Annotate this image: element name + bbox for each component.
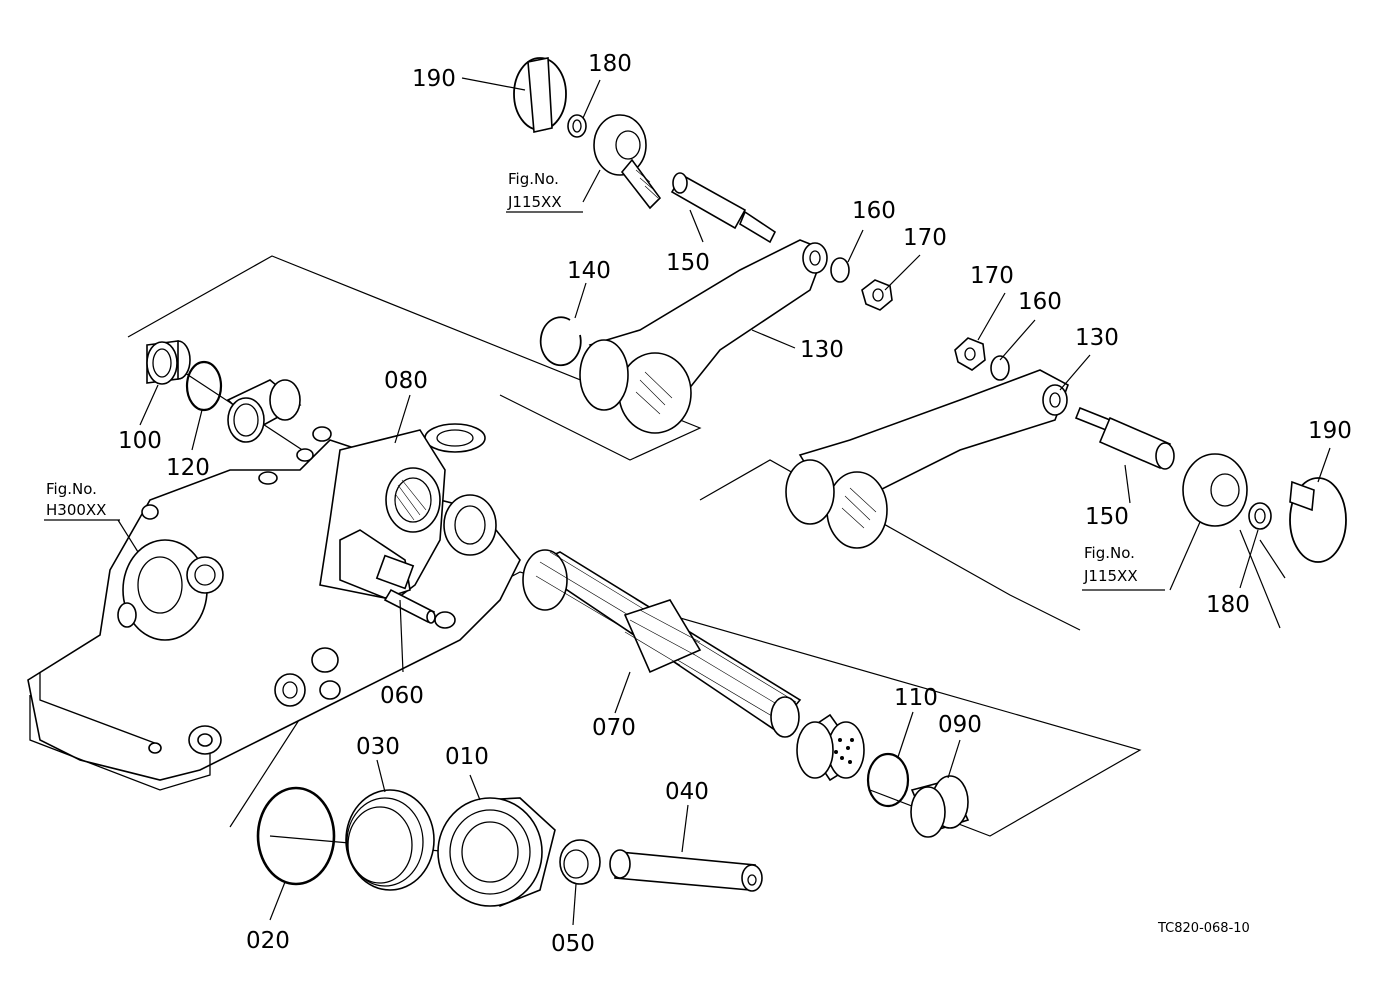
part-callouts: 190 180 150 160 170 140 130 170 160 130 …	[118, 51, 1352, 957]
ball-joint-right	[1182, 453, 1248, 527]
figure-ref-top-label: Fig.No.	[508, 170, 559, 188]
splined-shaft-070	[522, 549, 802, 738]
arm-130-right	[785, 369, 1069, 549]
lynch-pin-190-left	[513, 57, 567, 133]
callout-190-left: 190	[412, 66, 456, 92]
callout-040: 040	[665, 779, 709, 805]
callout-170-left: 170	[903, 225, 947, 251]
leader-lines	[117, 77, 1331, 926]
arm-130-left	[579, 239, 828, 434]
figure-ref-right-label: Fig.No.	[1084, 544, 1135, 562]
washer-180-right	[1248, 502, 1272, 530]
callout-110: 110	[894, 685, 938, 711]
figure-ref-right-code: J115XX	[1083, 567, 1138, 585]
seal-050	[559, 839, 601, 885]
callout-090: 090	[938, 712, 982, 738]
callout-060: 060	[380, 683, 424, 709]
rod-040	[609, 849, 763, 892]
pin-060	[383, 588, 436, 624]
callout-170-right: 170	[970, 263, 1014, 289]
ball-joint-left	[593, 114, 662, 210]
circlip-140	[539, 316, 582, 367]
callout-150-right: 150	[1085, 504, 1129, 530]
figure-ref-right: Fig.No. J115XX	[1082, 544, 1165, 591]
drawing-code: TC820-068-10	[1157, 921, 1250, 936]
callout-120: 120	[166, 455, 210, 481]
bush-100	[146, 340, 191, 385]
nut-170-left	[861, 279, 893, 311]
hydraulic-housing	[27, 423, 521, 791]
callout-140: 140	[567, 258, 611, 284]
callout-130-right: 130	[1075, 325, 1119, 351]
callout-150-left: 150	[666, 250, 710, 276]
callout-030: 030	[356, 734, 400, 760]
callout-130-left: 130	[800, 337, 844, 363]
callout-160-right: 160	[1018, 289, 1062, 315]
figure-ref-left: Fig.No. H300XX	[44, 480, 120, 521]
ring-030	[345, 789, 435, 891]
collar-left	[226, 379, 302, 443]
callout-080: 080	[384, 368, 428, 394]
callout-050: 050	[551, 931, 595, 957]
callout-180-left: 180	[588, 51, 632, 77]
o-ring-120	[185, 360, 223, 412]
bush-090	[910, 775, 970, 838]
o-ring-020	[256, 786, 336, 886]
figure-ref-left-code: H300XX	[46, 501, 106, 519]
piston-010	[437, 797, 556, 907]
callout-100: 100	[118, 428, 162, 454]
figure-ref-top: Fig.No. J115XX	[506, 170, 583, 213]
pin-150-right	[1074, 406, 1175, 470]
callout-020: 020	[246, 928, 290, 954]
pin-150-left	[670, 172, 777, 244]
lynch-pin-190-right	[1289, 477, 1347, 563]
nut-170-right	[954, 337, 986, 371]
washer-180-left	[567, 114, 587, 138]
callout-180-right: 180	[1206, 592, 1250, 618]
bearing-right	[796, 713, 865, 782]
washer-160-left	[830, 257, 850, 283]
figure-ref-left-label: Fig.No.	[46, 480, 97, 498]
lift-arm-080	[319, 429, 446, 601]
figure-ref-top-code: J115XX	[507, 193, 562, 211]
callout-160-left: 160	[852, 198, 896, 224]
callout-010: 010	[445, 744, 489, 770]
callout-190-right: 190	[1308, 418, 1352, 444]
washer-160-right	[990, 355, 1010, 381]
o-ring-110	[866, 752, 910, 808]
callout-070: 070	[592, 715, 636, 741]
